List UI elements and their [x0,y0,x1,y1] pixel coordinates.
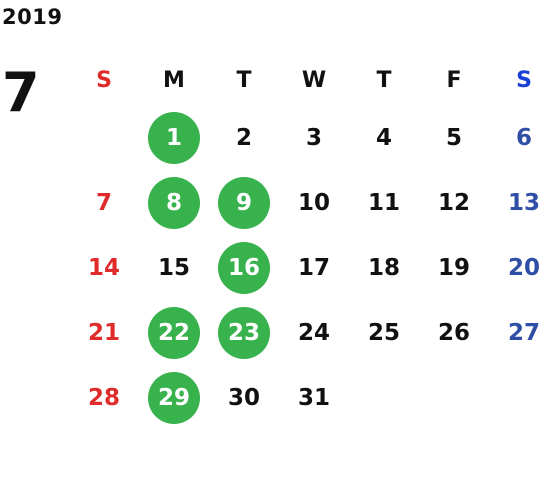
day-cell[interactable]: 16 [209,235,279,300]
day-number: 13 [507,189,540,216]
day-number: 5 [445,124,462,151]
weekday-monday: M [163,67,185,93]
day-cell[interactable]: 20 [489,235,548,300]
day-number: 31 [297,384,330,411]
day-cell[interactable]: 26 [419,300,489,365]
day-cell[interactable]: 29 [139,365,209,430]
weekday-tuesday: T [236,67,252,93]
day-cell[interactable]: 2 [209,105,279,170]
day-cell[interactable]: 30 [209,365,279,430]
day-cell[interactable]: 3 [279,105,349,170]
day-cell[interactable]: 5 [419,105,489,170]
day-cell[interactable]: 23 [209,300,279,365]
day-number: 26 [437,319,470,346]
day-number: 20 [507,254,540,281]
day-cell[interactable]: 25 [349,300,419,365]
highlighted-day: 16 [218,241,270,294]
day-number: 3 [305,124,322,151]
day-cell[interactable]: 13 [489,170,548,235]
weekday-sunday: S [96,67,112,93]
day-cell[interactable]: 11 [349,170,419,235]
day-number: 28 [87,384,120,411]
day-cell[interactable]: 12 [419,170,489,235]
day-number: 7 [95,189,112,216]
day-cell[interactable]: 28 [69,365,139,430]
month-number: 7 [2,61,40,124]
day-cell[interactable]: 9 [209,170,279,235]
day-number: 14 [87,254,120,281]
day-cell[interactable]: 17 [279,235,349,300]
weekday-wednesday: W [301,67,327,93]
day-cell[interactable]: 1 [139,105,209,170]
day-number: 21 [87,319,120,346]
day-cell[interactable]: 18 [349,235,419,300]
year-label: 2019 [2,5,63,29]
day-number: 2 [235,124,252,151]
day-number: 24 [297,319,330,346]
weekday-friday: F [446,67,462,93]
day-number: 25 [367,319,400,346]
highlighted-day: 23 [218,306,270,359]
day-number: 30 [227,384,260,411]
day-number: 19 [437,254,470,281]
day-cell[interactable]: 15 [139,235,209,300]
day-cell[interactable]: 7 [69,170,139,235]
day-cell[interactable]: 24 [279,300,349,365]
highlighted-day: 1 [148,111,200,164]
day-cell[interactable]: 22 [139,300,209,365]
day-number: 27 [507,319,540,346]
day-number: 17 [297,254,330,281]
day-cell[interactable]: 19 [419,235,489,300]
day-cell[interactable]: 10 [279,170,349,235]
day-cell[interactable]: 21 [69,300,139,365]
day-cell[interactable]: 14 [69,235,139,300]
day-number: 6 [515,124,532,151]
highlighted-day: 22 [148,306,200,359]
day-number: 11 [367,189,400,216]
weekday-thursday: T [376,67,392,93]
day-number: 18 [367,254,400,281]
day-cell[interactable]: 8 [139,170,209,235]
day-cell[interactable]: 27 [489,300,548,365]
weekday-saturday: S [516,67,532,93]
day-cell[interactable]: 31 [279,365,349,430]
day-number: 15 [157,254,190,281]
day-number: 10 [297,189,330,216]
day-cell[interactable]: 4 [349,105,419,170]
highlighted-day: 8 [148,176,200,229]
highlighted-day: 9 [218,176,270,229]
day-cell[interactable]: 6 [489,105,548,170]
day-number: 12 [437,189,470,216]
day-number: 4 [375,124,392,151]
highlighted-day: 29 [148,371,200,424]
